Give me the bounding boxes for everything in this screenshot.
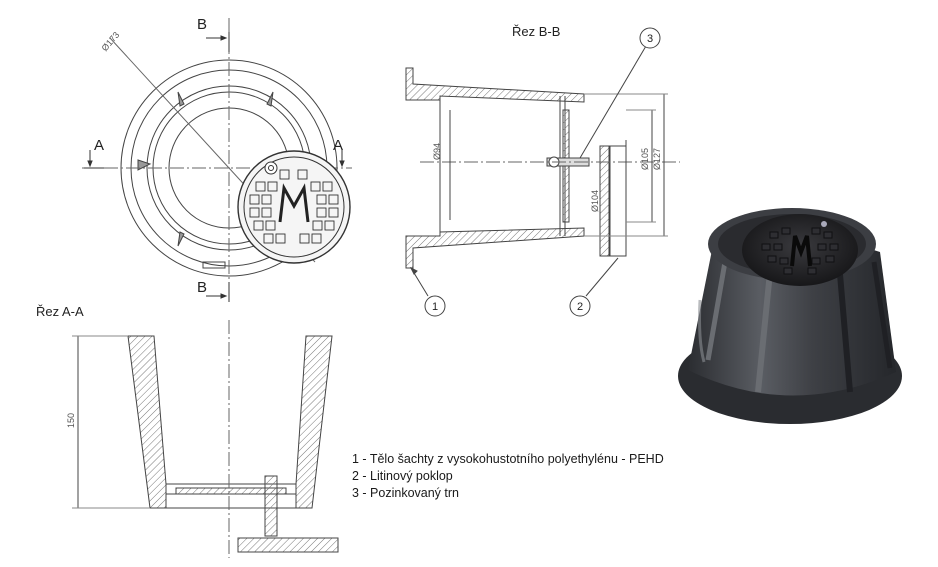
section-bb-view [405,67,680,269]
dimension-d105: Ø105 [640,148,650,170]
dimension-d173: Ø173 [100,30,122,53]
balloon-2: 2 [569,295,591,317]
section-aa-title: Řez A-A [36,304,84,319]
section-marker-b-bottom: B [197,279,207,296]
dimension-d127: Ø127 [652,148,662,170]
section-marker-b-top: B [197,16,207,33]
balloon-1: 1 [424,295,446,317]
dimension-d94: Ø94 [432,143,442,160]
svg-text:2: 2 [577,301,583,313]
svg-text:1: 1 [432,301,438,313]
svg-text:3: 3 [647,33,653,45]
legend: 1 - Tělo šachty z vysokohustotního polye… [352,451,664,502]
legend-item-1: 1 - Tělo šachty z vysokohustotního polye… [352,452,664,466]
section-markers [84,32,345,302]
balloon-3: 3 [639,27,661,49]
dimension-h150: 150 [66,413,76,428]
balloon-leaders [409,45,647,297]
lid-top-view [237,150,351,264]
section-marker-a-right: A [333,137,343,154]
section-bb-title: Řez B-B [512,24,560,39]
section-marker-a-left: A [94,137,104,154]
product-render [678,208,902,424]
legend-item-3: 3 - Pozinkovaný trn [352,486,459,500]
legend-item-2: 2 - Litinový poklop [352,469,453,483]
section-aa-view [72,320,339,558]
dimension-d104: Ø104 [590,190,600,212]
